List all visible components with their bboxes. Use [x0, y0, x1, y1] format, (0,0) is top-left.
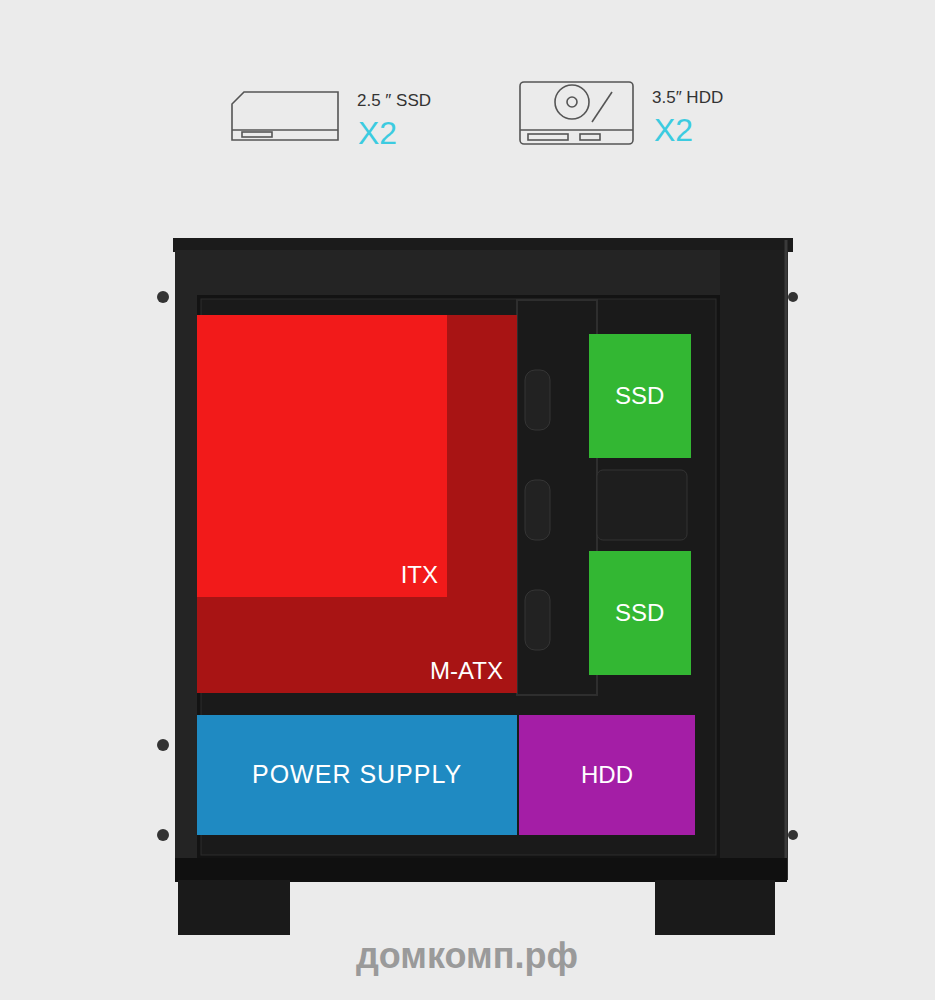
drive-cage	[517, 300, 597, 695]
hdd-icon	[520, 82, 633, 144]
region-label: M-ATX	[430, 658, 503, 684]
hdd-arm	[592, 92, 612, 122]
region-label: HDD	[581, 762, 633, 788]
matx-region: M-ATX ITX	[197, 315, 517, 693]
hdd-bay: HDD	[519, 715, 695, 835]
ssd-connector	[242, 132, 272, 137]
cage-slot	[525, 480, 550, 540]
case-bottom	[175, 858, 787, 882]
case-interior	[197, 295, 720, 860]
cage-bay	[597, 470, 687, 540]
ssd-icon	[232, 92, 338, 140]
glass-edge	[785, 240, 788, 880]
side-glass	[720, 250, 788, 880]
hdd-connector	[580, 134, 600, 140]
hdd-edge	[520, 129, 633, 131]
thumbscrew	[157, 291, 169, 303]
region-label: SSD	[615, 600, 664, 626]
spec-label: 2.5 ″ SSD	[357, 92, 431, 111]
cage-slot	[525, 370, 550, 430]
hdd-outline	[520, 82, 633, 144]
case-frame	[175, 250, 787, 880]
case-foot	[178, 880, 290, 935]
itx-region: ITX	[197, 315, 447, 597]
quantity-label: X2	[654, 113, 693, 148]
hdd-spindle	[567, 97, 577, 107]
region-label: ITX	[401, 562, 438, 588]
region-label: POWER SUPPLY	[252, 761, 462, 789]
ssd-bay: SSD	[589, 551, 691, 675]
watermark: домкомп.рф	[356, 936, 578, 976]
spec-label: 3.5″ HDD	[652, 89, 723, 108]
hdd-connector	[528, 134, 568, 140]
hdd-platter	[555, 85, 589, 119]
ssd-edge	[232, 129, 338, 131]
cage-slot	[525, 590, 550, 650]
ssd-bay: SSD	[589, 334, 691, 458]
psu-bay: POWER SUPPLY	[197, 715, 517, 835]
thumbscrew	[157, 739, 169, 751]
ssd-outline	[232, 92, 338, 140]
case-foot	[655, 880, 775, 935]
thumbscrew	[788, 830, 798, 840]
region-label: SSD	[615, 383, 664, 409]
thumbscrew	[157, 829, 169, 841]
quantity-label: X2	[358, 116, 397, 151]
thumbscrew	[788, 292, 798, 302]
case-top	[173, 238, 793, 252]
